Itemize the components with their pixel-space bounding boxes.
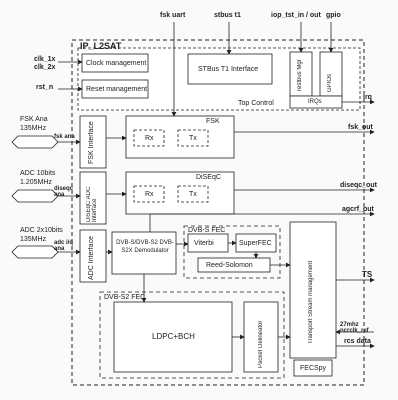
viterbi-label: Viterbi — [194, 240, 214, 247]
pin-rst-n: rst_n — [36, 84, 54, 91]
signal-gpio: gpio — [326, 12, 341, 19]
fsk-rx-label: Rx — [145, 135, 154, 142]
fsk-interface-box — [79, 115, 107, 169]
ldpc-label: LDPC+BCH — [152, 332, 195, 341]
pin-irq: irq — [363, 94, 372, 101]
ldpc-box — [113, 301, 233, 373]
diseqc-label: DiSEqC — [196, 174, 221, 181]
diseqc-tx-label: Tx — [189, 191, 197, 198]
ext-adc10-line1: ADC 10bits — [20, 170, 56, 177]
pin-agcrf-out: agcrf_out — [342, 206, 374, 213]
demodulator-box — [111, 231, 177, 275]
diseqc-rx-label: Rx — [145, 191, 154, 198]
ip-boundary — [71, 39, 365, 386]
packet-delineator-label: Packet Delineator — [258, 320, 264, 368]
pin-fsk-ana: fsk ana — [54, 134, 75, 140]
diseqc-rx-box — [133, 185, 165, 203]
ext-fsk-line2: 135MHz — [20, 125, 47, 132]
reed-solomon-label: Reed-Solomon — [206, 262, 253, 269]
reset-management-label: Reset management — [86, 86, 148, 93]
clock-management-label: Clock management — [86, 60, 147, 67]
top-control-label: Top Control — [238, 100, 274, 107]
diseqc-interface-label: DiSEqC ADC Interface — [86, 186, 98, 222]
irqs-label: IRQs — [308, 99, 322, 105]
ext-adc2x10-line2: 135MHz — [20, 236, 47, 243]
pin-diseqc-out: diseqc_out — [340, 182, 377, 189]
pin-diseqc-ana: diseqc ana — [54, 186, 74, 198]
signal-iop-tst: iop_tst_in / out — [271, 12, 321, 19]
signal-fsk-uart: fsk uart — [160, 12, 186, 19]
pin-fsk-out: fsk_out — [348, 124, 373, 131]
fsk-tx-label: Tx — [189, 135, 197, 142]
fecspy-label: FECSpy — [300, 365, 327, 372]
pin-ncrclk: 27mhz ncrclk_ref — [340, 322, 369, 334]
ext-adc10-line2: 1.205MHz — [20, 179, 52, 186]
testbus-mgr-label: Testbus Mgr — [297, 59, 303, 92]
adc-interface-box — [79, 229, 107, 283]
ext-fsk-line1: FSK Ana — [20, 116, 48, 123]
stbus-interface-label: STBus T1 Interface — [198, 66, 259, 73]
stbus-interface-box — [187, 53, 273, 85]
ts-management-box — [289, 221, 337, 359]
fsk-label: FSK — [206, 118, 220, 125]
dvbs2-fec-label: DVB-S2 FEC — [104, 294, 146, 301]
gpios-label: GPIOs — [327, 73, 333, 92]
diseqc-tx-box — [177, 185, 209, 203]
ts-management-label: Transport Stream management — [308, 260, 314, 344]
demodulator-label: DVB-S/DVB-S2 DVB-S2X Demodulator — [116, 240, 174, 254]
dvbs-fec-region — [183, 225, 281, 279]
packet-delineator-box — [243, 301, 279, 373]
ext-adc2x10-line1: ADC 2x10bits — [20, 227, 63, 234]
fsk-tx-box — [177, 129, 209, 147]
signal-stbus-t1: stbus t1 — [214, 12, 241, 19]
dvbs2-fec-region — [99, 291, 285, 379]
pin-clk-1x: clk_1x — [34, 56, 56, 63]
pin-ts: TS — [362, 270, 373, 279]
fecspy-box — [293, 359, 333, 377]
adc-interface-label: ADC Interface — [88, 236, 95, 280]
fsk-interface-label: FSK Interface — [88, 121, 95, 164]
pin-clk-2x: clk_2x — [34, 64, 56, 71]
dvbs-fec-label: DVB-S FEC — [188, 227, 226, 234]
fsk-rx-box — [133, 129, 165, 147]
pin-adc-iq-ana: adc i/q ana — [54, 240, 74, 252]
diseqc-interface-box — [79, 171, 107, 225]
ip-title: IP_L2SAT — [80, 41, 122, 51]
pin-rcs-data: rcs data — [344, 338, 371, 345]
superfec-label: SuperFEC — [239, 240, 272, 247]
